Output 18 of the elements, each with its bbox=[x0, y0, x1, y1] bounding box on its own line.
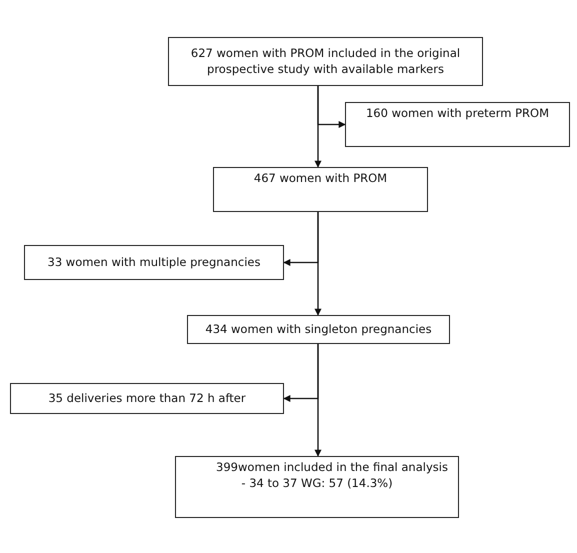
process-box bbox=[175, 456, 459, 518]
box-text: 434 women with singleton pregnancies bbox=[205, 322, 432, 338]
process-box bbox=[213, 167, 428, 212]
box-text: 399women included in the final analysis bbox=[215, 460, 448, 476]
box-text: 627 women with PROM included in the original prospective study with available markers bbox=[190, 46, 462, 78]
box-text: 33 women with multiple pregnancies bbox=[48, 254, 260, 270]
process-box bbox=[10, 383, 284, 414]
arrow bbox=[317, 86, 346, 128]
process-box bbox=[168, 37, 483, 86]
arrow bbox=[283, 344, 319, 402]
box-text: 160 women with preterm PROM bbox=[366, 106, 550, 122]
arrow bbox=[283, 212, 319, 266]
box-note: - 34 to 37 WG: 57 (14.3%) bbox=[241, 476, 393, 492]
box-text: 467 women with PROM bbox=[254, 171, 388, 187]
process-box bbox=[345, 102, 570, 147]
box-text: 35 deliveries more than 72 h after bbox=[48, 390, 246, 406]
process-box bbox=[24, 245, 284, 280]
process-box bbox=[187, 315, 450, 344]
